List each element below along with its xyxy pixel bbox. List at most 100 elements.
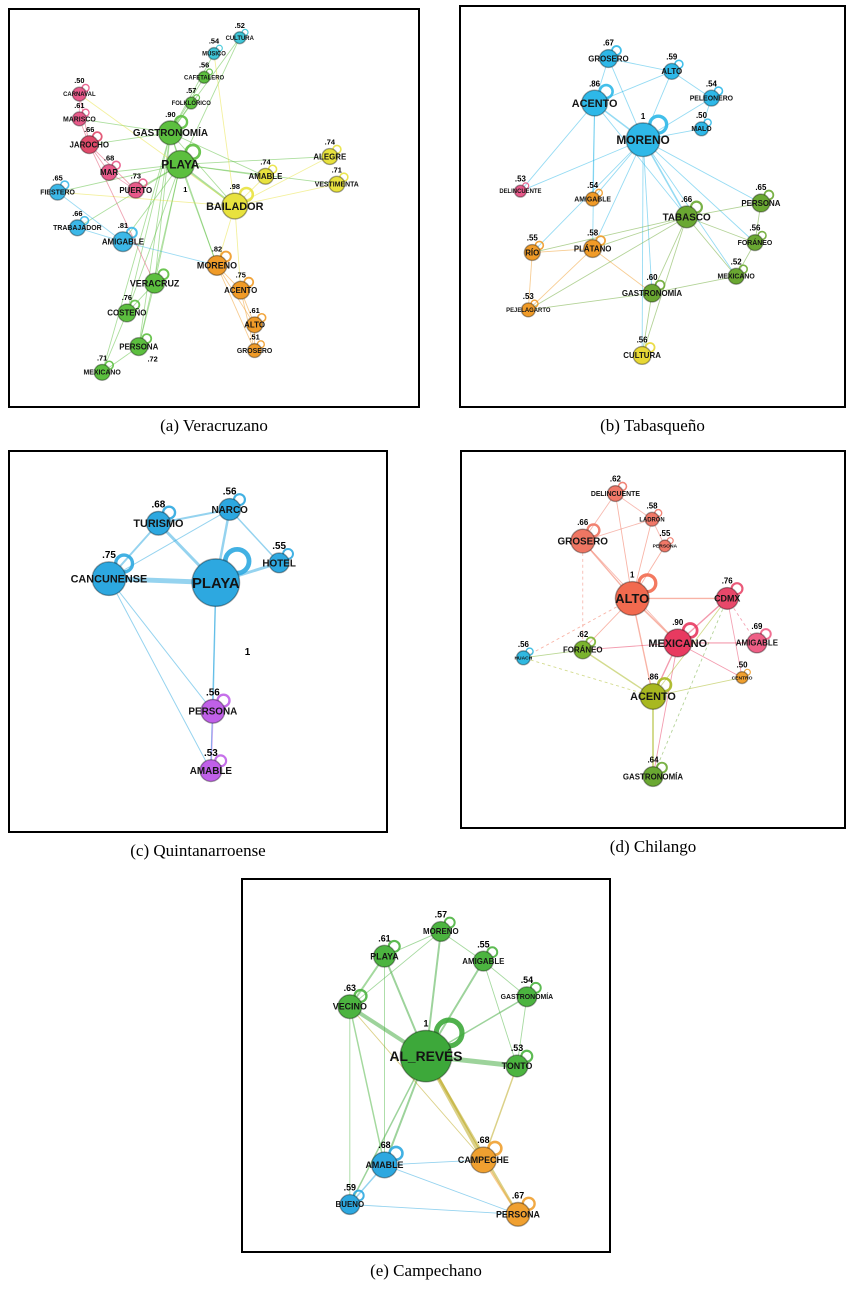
node-circle xyxy=(644,511,660,527)
edge xyxy=(527,248,593,311)
edge xyxy=(349,1006,386,1166)
node-circle xyxy=(625,122,661,158)
node-weight: .53 xyxy=(523,292,535,301)
node-weight: .55 xyxy=(272,541,286,552)
node-weight: .71 xyxy=(332,165,342,174)
node-circle xyxy=(372,944,397,968)
node-circle xyxy=(658,539,672,553)
node-weight: .65 xyxy=(52,173,62,182)
node-weight: .62 xyxy=(577,630,589,639)
node-weight: 1 xyxy=(630,571,635,580)
node-label: ALTO xyxy=(661,67,682,76)
node-label: LADRÓN xyxy=(639,515,664,523)
edge xyxy=(528,292,653,311)
node-label: MEXICANO xyxy=(83,370,121,377)
node-label: BUENO xyxy=(336,1200,365,1209)
edge xyxy=(686,216,756,244)
node-weight: .75 xyxy=(102,550,116,561)
node-circle xyxy=(715,586,739,611)
node-weight: .74 xyxy=(325,138,336,147)
node-label: FOLKLÓRICO xyxy=(172,99,212,107)
node-label: CENTRO xyxy=(732,675,753,681)
edge xyxy=(57,164,181,193)
node-circle xyxy=(145,510,171,536)
node-label: CAFETALERO xyxy=(184,75,225,81)
node-circle xyxy=(430,920,452,943)
caption-veracruzano: (a) Veracruzano xyxy=(160,416,268,435)
node-weight: .59 xyxy=(666,53,678,62)
node-label: GASTRONOMÍA xyxy=(133,128,208,139)
node-label: ACENTO xyxy=(630,691,676,703)
node-circle xyxy=(199,759,223,783)
node-label: CULTURA xyxy=(226,36,255,42)
node-circle xyxy=(337,994,363,1020)
node-weight: .60 xyxy=(647,273,659,282)
node-label: FORÁNEO xyxy=(738,238,773,247)
node-label: PERSONA xyxy=(653,544,678,550)
node-label: MEXICANO xyxy=(718,274,756,281)
edge xyxy=(349,1006,484,1161)
node-circle xyxy=(399,1029,453,1083)
node-circle xyxy=(642,765,664,788)
node-label: CULTURA xyxy=(623,351,661,360)
node-circle xyxy=(513,184,528,198)
edge xyxy=(686,202,761,218)
node-label: PERSONA xyxy=(188,707,237,718)
node-circle xyxy=(184,96,198,110)
node-weight: .55 xyxy=(659,529,671,538)
node-weight: .55 xyxy=(527,234,539,243)
node-weight: .63 xyxy=(344,983,356,993)
node-label: FORÁNEO xyxy=(563,646,603,655)
node-weight: .50 xyxy=(696,111,708,120)
node-weight: .53 xyxy=(511,1043,523,1053)
edge xyxy=(138,164,181,347)
node-weight: .67 xyxy=(603,39,615,48)
node-circle xyxy=(516,986,538,1008)
node-label: BAILADOR xyxy=(206,201,264,213)
node-circle xyxy=(218,497,242,521)
network-svg: .67GROSERO.59ALTO.86ACENTO.54PELEONERO1M… xyxy=(499,39,781,366)
node-circle xyxy=(233,31,247,45)
node-circle xyxy=(675,205,699,229)
edge xyxy=(641,139,644,356)
node-circle xyxy=(231,280,251,300)
node-circle xyxy=(246,342,263,359)
node-label: AMABLE xyxy=(365,1160,403,1170)
node-label: AMIGABLE xyxy=(574,197,611,204)
node-weight: .66 xyxy=(72,209,82,218)
node-circle xyxy=(328,175,346,193)
node-label: GASTRONOMÍA xyxy=(623,772,683,781)
edge xyxy=(523,649,583,659)
node-weight: .55 xyxy=(477,939,489,949)
node-label: CANCUNENSE xyxy=(71,573,148,585)
node-label: GASTRONOMÍA xyxy=(622,289,682,298)
node-circle xyxy=(505,1201,531,1227)
node-weight: .50 xyxy=(737,661,749,670)
node-weight: .72 xyxy=(147,354,157,363)
node-weight: .86 xyxy=(648,673,660,682)
edge xyxy=(671,71,712,99)
edge xyxy=(213,53,236,207)
node-circle xyxy=(573,640,593,660)
